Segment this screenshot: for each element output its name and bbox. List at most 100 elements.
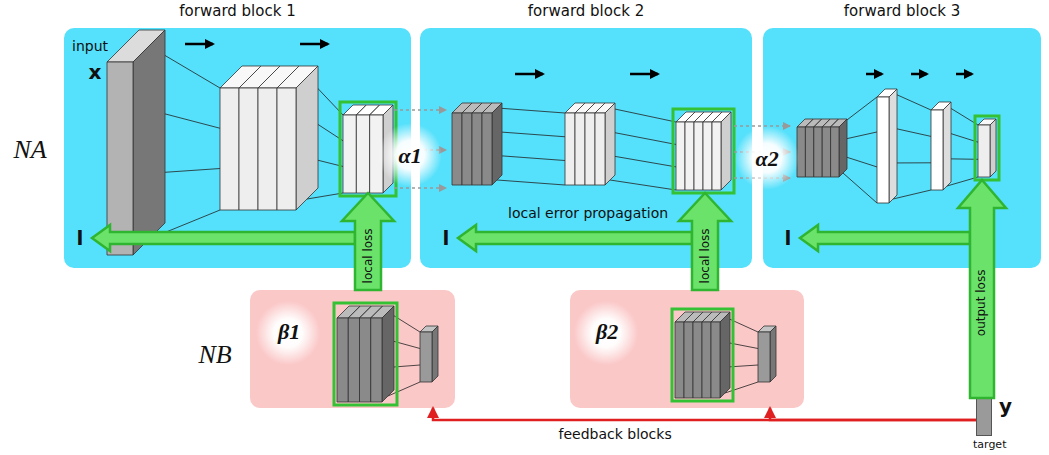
loss-arrow <box>958 180 1006 398</box>
tensor-face <box>805 119 813 177</box>
tensor-face <box>220 88 239 210</box>
edge-label: output loss <box>975 270 989 337</box>
flow-arrow <box>866 73 882 76</box>
highlight-outline <box>334 303 397 405</box>
propagation-label: local error propagation <box>508 205 668 221</box>
tensor-face <box>370 105 380 193</box>
link-line <box>893 93 931 110</box>
link-line <box>149 110 220 129</box>
tensor-face <box>676 122 685 190</box>
link-line <box>149 210 220 239</box>
tensor-face <box>684 322 693 398</box>
tensor-face <box>239 66 280 88</box>
link-line <box>947 177 978 186</box>
tensor-face <box>703 112 722 122</box>
tensor-face <box>337 318 348 402</box>
tensor-face <box>693 312 712 322</box>
tensor-face <box>694 112 704 190</box>
tensor-face <box>585 103 605 113</box>
flow-arrow <box>630 73 658 76</box>
tensor-face <box>296 66 318 210</box>
param-symbol: α2 <box>756 146 779 171</box>
tensor-face <box>676 112 695 122</box>
edge-label: feedback blocks <box>559 426 672 442</box>
link-line <box>843 156 877 167</box>
tensor-face <box>822 119 830 177</box>
link-line <box>893 190 931 199</box>
tensor-face <box>107 30 165 62</box>
tensor-face <box>805 127 813 177</box>
tensor-face <box>814 119 830 127</box>
tensor-face <box>831 127 839 177</box>
error-arrow <box>92 225 355 251</box>
tensor-face <box>822 119 838 127</box>
tensor-face <box>585 113 595 185</box>
tensor-face <box>360 318 371 402</box>
tensor-face <box>694 122 703 190</box>
handoff-arrow <box>394 187 446 189</box>
tensor-face <box>814 127 822 177</box>
link-line <box>388 382 420 396</box>
link-line <box>947 132 978 142</box>
tensor-face <box>420 326 438 332</box>
link-line <box>610 108 676 122</box>
tensor-face <box>277 88 296 210</box>
tensor-face <box>595 113 605 185</box>
param-symbol: α1 <box>399 143 422 168</box>
tensor-face <box>343 115 356 193</box>
tensor-face <box>356 105 379 115</box>
tensor-stack <box>107 30 999 405</box>
tensor-face <box>565 103 585 113</box>
tensor-face <box>371 306 383 402</box>
highlight-outline <box>975 116 999 180</box>
tensor-face <box>343 105 366 115</box>
tensor-face <box>822 127 830 177</box>
network-name: NB <box>199 340 232 370</box>
handoff-arrow <box>734 177 790 179</box>
link-line <box>497 108 565 113</box>
tensor-face <box>472 103 492 113</box>
highlight-outline <box>672 309 733 401</box>
flow-arrow <box>956 73 972 76</box>
tensor-face <box>258 66 299 88</box>
target-block: ytarget <box>976 398 992 436</box>
tensor-face <box>482 103 502 113</box>
tensor-face <box>758 326 776 332</box>
tensor-face <box>356 105 366 193</box>
flow-arrow <box>515 73 543 76</box>
tensor-face <box>712 112 722 190</box>
tensor-face <box>239 66 261 210</box>
tensor-face <box>978 119 996 125</box>
glow <box>735 126 799 190</box>
tensor-face <box>711 322 720 398</box>
tensor-face <box>348 306 371 318</box>
tensor-face <box>462 103 482 113</box>
tensor-face <box>712 122 721 190</box>
tensor-face <box>694 112 713 122</box>
tensor-face <box>348 318 359 402</box>
error-arrow <box>800 225 970 251</box>
tensor-face <box>797 119 813 127</box>
error-arrows <box>92 225 970 251</box>
link-line <box>947 106 978 125</box>
link-line <box>307 193 343 199</box>
node-caption: target <box>973 439 1006 452</box>
tensor-face <box>805 119 821 127</box>
link-line <box>725 365 758 367</box>
loss-symbol: l <box>443 227 450 250</box>
tensor-face <box>685 112 704 122</box>
link-line <box>497 132 565 137</box>
tensor-face <box>370 105 393 115</box>
tensor-face <box>382 306 394 402</box>
tensor-face <box>371 306 394 318</box>
loss-symbol: l <box>77 227 84 250</box>
error-arrow <box>458 225 692 251</box>
glow <box>378 123 442 187</box>
glow <box>574 301 638 365</box>
tensor-face <box>702 312 712 398</box>
tensor-face <box>684 312 694 398</box>
tensor-face <box>472 113 482 185</box>
tensor-face <box>575 103 585 185</box>
node-title: forward block 1 <box>179 3 295 20</box>
